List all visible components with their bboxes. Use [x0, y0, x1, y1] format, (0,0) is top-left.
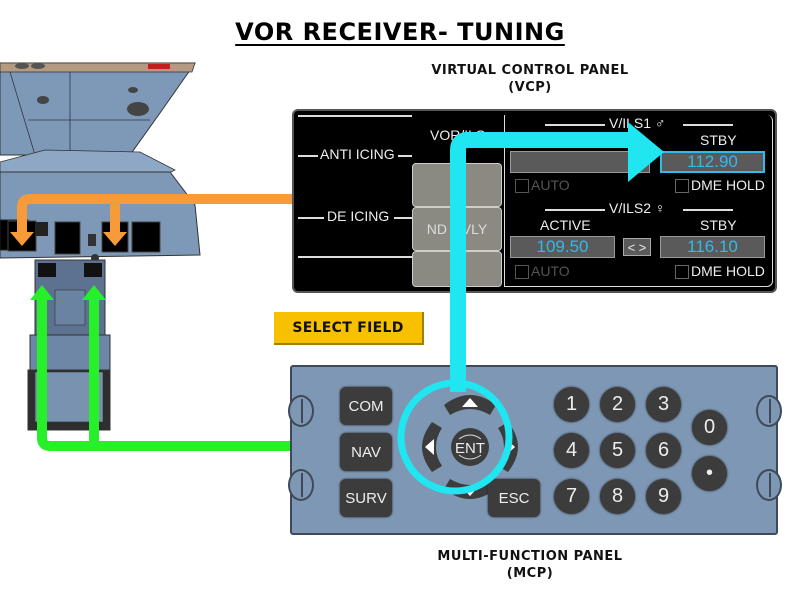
vor-ils-header: VOR/ILS	[430, 127, 486, 143]
key-9[interactable]: 9	[646, 479, 681, 514]
key-8[interactable]: 8	[600, 479, 635, 514]
glareshield	[0, 149, 176, 179]
screw-icon	[756, 395, 782, 427]
vils1-active-field[interactable]	[510, 151, 650, 173]
antenna-icon: ♀	[654, 200, 666, 216]
vils2-dme-hold-checkbox[interactable]	[675, 265, 689, 279]
divider	[545, 124, 605, 126]
vils1-label: V/ILS1 ♂	[609, 115, 665, 131]
small-switch	[88, 234, 96, 246]
green-path	[30, 285, 292, 451]
vils2-auto-checkbox[interactable]	[515, 265, 529, 279]
key-dot[interactable]: •	[692, 456, 727, 491]
key-1[interactable]: 1	[554, 387, 589, 422]
esc-button[interactable]: ESC	[488, 479, 540, 517]
cockpit-illustration	[0, 62, 201, 431]
vils2-stby-field[interactable]: 116.10	[660, 236, 765, 258]
screw-icon	[756, 469, 782, 501]
vils1-dme-hold-label: DME HOLD	[691, 177, 765, 193]
green-arrowhead	[82, 285, 106, 300]
vcp-menu: VOR/ILS F ND OVLY	[412, 115, 502, 287]
vils2-active-label: ACTIVE	[540, 217, 591, 233]
divider	[398, 155, 412, 157]
vcp-caption-line2: (VCP)	[508, 80, 552, 95]
vcp-caption-line1: VIRTUAL CONTROL PANEL	[431, 63, 629, 78]
overhead-knob	[37, 96, 49, 104]
de-icing-label: DE ICING	[327, 208, 390, 224]
divider	[298, 115, 412, 117]
overhead-knob	[15, 63, 29, 69]
menu-button-nd-ovly[interactable]: ND OVLY	[412, 207, 502, 251]
vils2-dme-hold-label: DME HOLD	[691, 263, 765, 279]
vils1-active-label: ACTIVE	[540, 132, 591, 148]
page-title: VOR RECEIVER- TUNING	[0, 18, 800, 46]
key-0[interactable]: 0	[692, 410, 727, 445]
divider	[683, 124, 733, 126]
key-3[interactable]: 3	[646, 387, 681, 422]
overhead-top-strip	[0, 62, 196, 73]
multi-function-panel: COM NAV SURV ENT ESC 1 2 3 4 5 6 7 8 9 0…	[288, 365, 782, 535]
orange-arrowhead	[10, 232, 34, 246]
display-unit	[54, 221, 81, 255]
mcp-caption-line2: (MCP)	[506, 566, 554, 581]
vils2-stby-label: STBY	[700, 217, 737, 233]
divider	[298, 256, 412, 258]
display-unit	[131, 221, 161, 253]
select-field-callout: SELECT FIELD	[274, 312, 424, 345]
key-7[interactable]: 7	[554, 479, 589, 514]
green-arrowhead	[30, 285, 54, 300]
vils1-dme-hold-checkbox[interactable]	[675, 179, 689, 193]
anti-icing-label: ANTI ICING	[320, 146, 395, 162]
key-6[interactable]: 6	[646, 433, 681, 468]
vils1-label-text: V/ILS1	[609, 115, 652, 131]
vils2-swap-button[interactable]: < >	[623, 238, 651, 256]
menu-button-blank[interactable]	[412, 251, 502, 287]
vils1-auto-label: AUTO	[531, 177, 570, 193]
divider	[298, 217, 324, 219]
nav-button[interactable]: NAV	[340, 433, 392, 471]
antenna-icon: ♂	[654, 115, 666, 131]
surv-button[interactable]: SURV	[340, 479, 392, 517]
vils1-stby-field[interactable]: 112.90	[660, 151, 765, 173]
ent-label: ENT	[455, 440, 485, 457]
green-path-line-left	[37, 298, 292, 451]
vils2-active-field[interactable]: 109.50	[510, 236, 615, 258]
divider	[394, 217, 412, 219]
divider	[683, 209, 733, 211]
key-4[interactable]: 4	[554, 433, 589, 468]
vils-section: V/ILS1 ♂ ACTIVE STBY 112.90 AUTO DME HOL…	[504, 115, 773, 287]
vils2-label: V/ILS2 ♀	[609, 200, 665, 216]
orange-path	[10, 194, 293, 246]
virtual-control-panel: ANTI ICING DE ICING VOR/ILS F ND OVLY V/…	[292, 109, 777, 293]
divider	[298, 155, 318, 157]
com-button[interactable]: COM	[340, 387, 392, 425]
small-panel	[36, 222, 48, 236]
screw-icon	[288, 395, 314, 427]
key-2[interactable]: 2	[600, 387, 635, 422]
mcp-caption-line1: MULTI-FUNCTION PANEL	[437, 549, 623, 564]
vils2-label-text: V/ILS2	[609, 200, 652, 216]
menu-button-label: F	[452, 177, 462, 193]
menu-button-f[interactable]: F	[412, 163, 502, 207]
vils1-stby-label: STBY	[700, 132, 737, 148]
orange-path-line-left	[17, 194, 293, 232]
vils2-auto-label: AUTO	[531, 263, 570, 279]
overhead-knob	[127, 102, 149, 116]
orange-arrowhead	[103, 232, 127, 246]
overhead-knob	[128, 87, 138, 93]
vils1-auto-checkbox[interactable]	[515, 179, 529, 193]
page-title-text: VOR RECEIVER- TUNING	[235, 18, 565, 46]
divider	[545, 209, 605, 211]
mcp-caption: MULTI-FUNCTION PANEL (MCP)	[380, 548, 680, 582]
key-5[interactable]: 5	[600, 433, 635, 468]
menu-button-label: ND OVLY	[426, 221, 488, 237]
overhead-knob	[31, 63, 45, 69]
vcp-caption: VIRTUAL CONTROL PANEL (VCP)	[380, 62, 680, 96]
overhead-red-light	[148, 64, 170, 69]
screw-icon	[288, 469, 314, 501]
